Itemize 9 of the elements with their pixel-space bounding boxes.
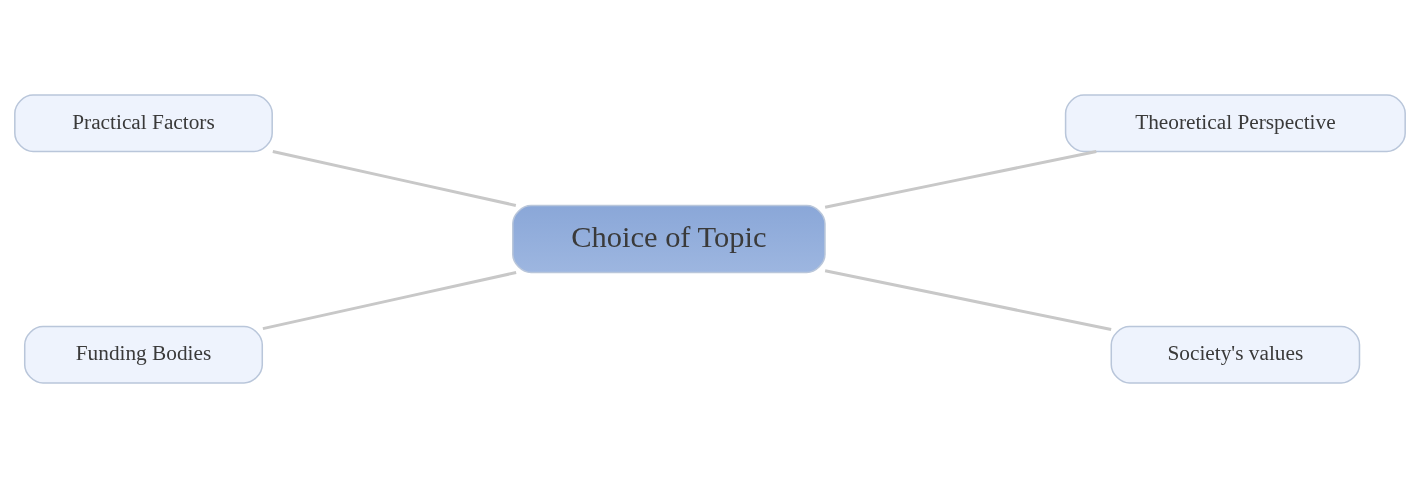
node-box: Funding Bodies bbox=[23, 325, 264, 384]
node-box: Practical Factors bbox=[14, 94, 273, 153]
node-box: Choice of Topic bbox=[512, 204, 826, 274]
connector bbox=[824, 150, 1097, 209]
connector bbox=[824, 269, 1112, 332]
node-box: Theoretical Perspective bbox=[1064, 94, 1406, 153]
node-box: Society's values bbox=[1110, 325, 1361, 384]
connector bbox=[272, 150, 517, 207]
connector bbox=[262, 271, 517, 331]
